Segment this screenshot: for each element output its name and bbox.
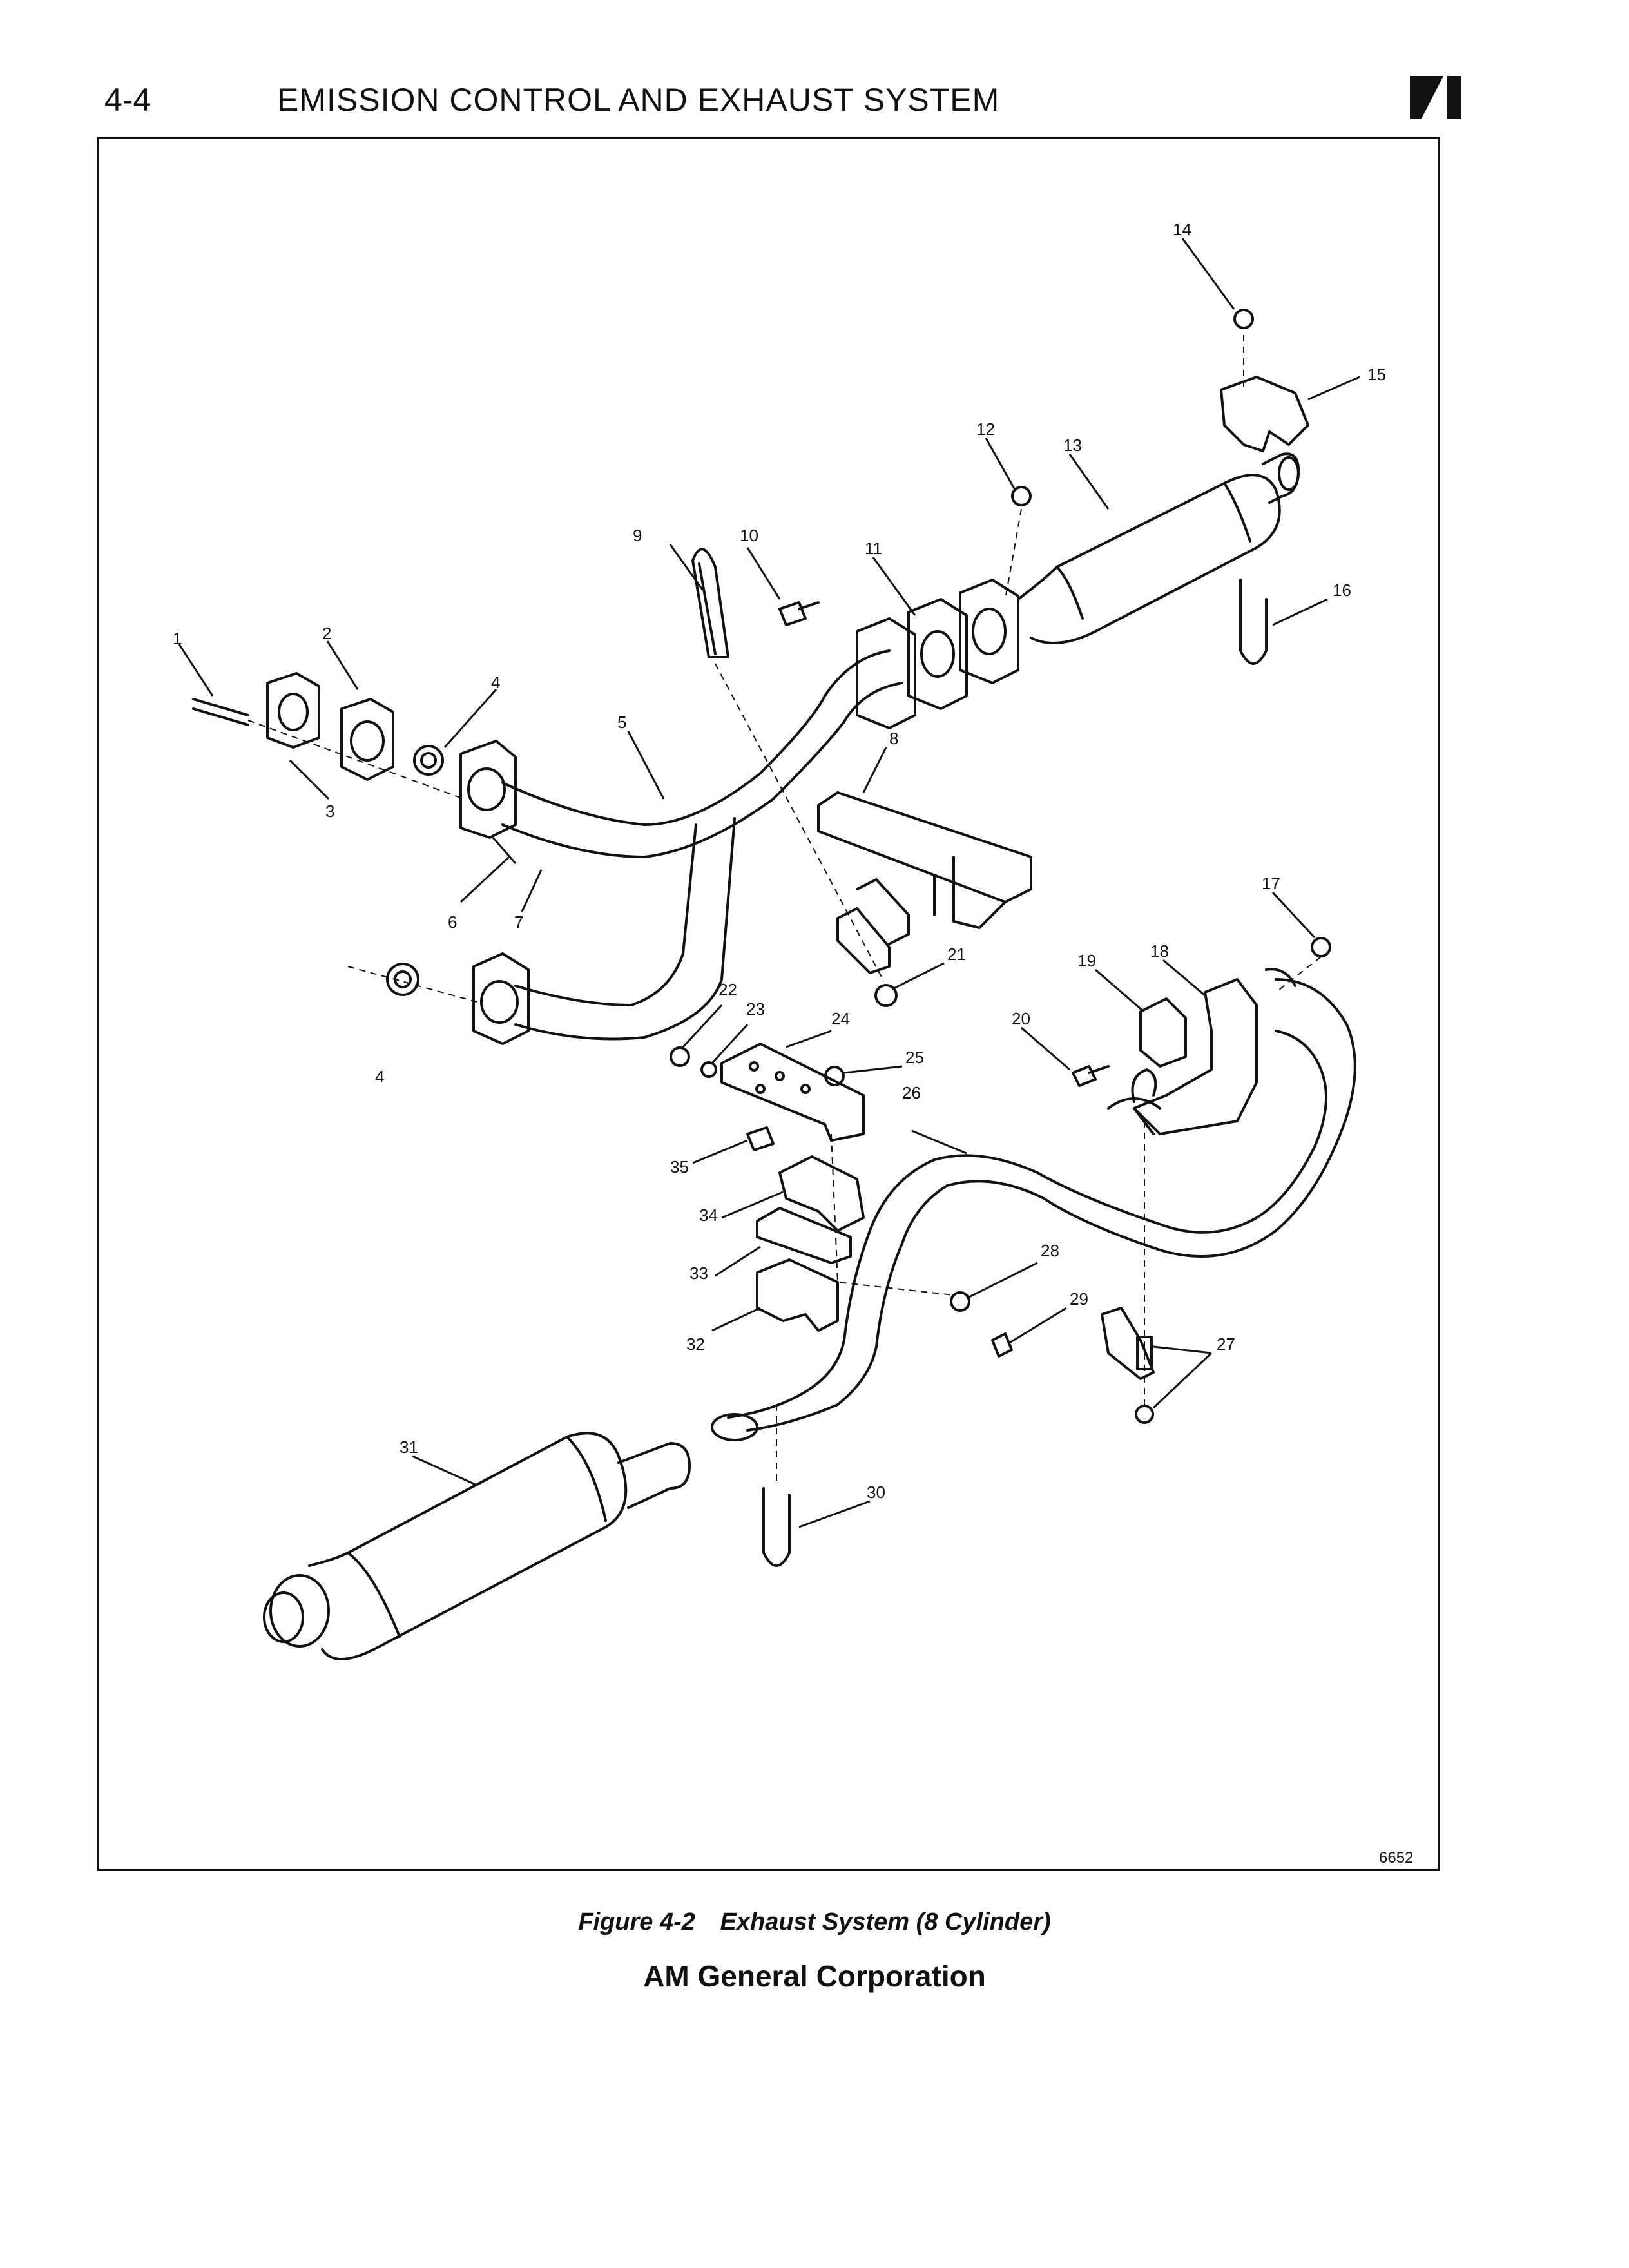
hanger-clamp-16 [1220, 376, 1309, 452]
exhaust-manifold-flange-1 [459, 740, 517, 839]
bolt-21 [1072, 1065, 1110, 1087]
grommet-4-upper [413, 745, 444, 776]
callout-4: 4 [491, 673, 500, 692]
section-title: EMISSION CONTROL AND EXHAUST SYSTEM [277, 82, 1000, 118]
gasket-12 [907, 598, 968, 710]
callout-13: 13 [1063, 436, 1082, 455]
callout-15: 15 [1367, 365, 1386, 384]
nut-29 [950, 1291, 970, 1312]
plate-34 [756, 1207, 852, 1264]
clamp-10 [836, 907, 891, 974]
callout-23: 23 [746, 999, 765, 1019]
figure-title: Exhaust System (8 Cylinder) [720, 1908, 1051, 1936]
tailpipe-27 [746, 978, 1356, 1432]
callout-22: 22 [718, 980, 737, 999]
nut-22 [874, 984, 898, 1007]
callout-9: 9 [633, 526, 642, 545]
nut-18 [1311, 937, 1331, 957]
clamp-plate-25 [720, 1043, 865, 1142]
front-exhaust-pipe-lower [514, 823, 697, 1006]
callout-14: 14 [1173, 220, 1191, 239]
bracket-28 [1101, 1307, 1155, 1380]
callout-18: 18 [1150, 941, 1169, 961]
callout-2: 2 [322, 624, 331, 643]
washer-24 [700, 1061, 717, 1078]
callout-12: 12 [976, 419, 995, 439]
callout-33: 33 [689, 1264, 708, 1283]
nut-23 [670, 1046, 690, 1067]
callout-27: 27 [1217, 1334, 1235, 1354]
am-general-logo-icon [1410, 76, 1461, 119]
callout-8: 8 [889, 729, 898, 748]
figure-caption: Figure 4-2 Exhaust System (8 Cylinder) [0, 1908, 1629, 1936]
clamp-33 [756, 1258, 839, 1332]
callout-26: 26 [902, 1083, 921, 1102]
nut-13 [1011, 486, 1032, 506]
exhaust-manifold-flange-2 [472, 952, 530, 1045]
callout-32: 32 [686, 1334, 705, 1354]
gasket-3 [266, 672, 320, 749]
art-number: 6652 [1379, 1849, 1414, 1867]
grommet-4-lower [386, 963, 419, 996]
u-bolt-17 [1239, 579, 1268, 665]
callout-19: 19 [1077, 951, 1096, 970]
callout-29: 29 [1070, 1289, 1088, 1309]
bracket-8 [817, 791, 1032, 903]
hanger-bracket-19 [1133, 978, 1258, 1135]
callout-7: 7 [514, 912, 523, 932]
callout-25: 25 [905, 1048, 924, 1067]
u-bolt-9 [691, 548, 729, 658]
figure-label: Figure 4-2 [578, 1908, 695, 1936]
callout-34: 34 [699, 1206, 718, 1225]
nut-26 [824, 1066, 845, 1086]
muffler-14 [1017, 474, 1281, 644]
callout-31: 31 [400, 1437, 418, 1457]
flange-muffler [959, 579, 1019, 684]
u-bolt-31 [762, 1487, 791, 1567]
callout-1: 1 [173, 629, 182, 648]
callout-6: 6 [448, 912, 457, 932]
callout-3: 3 [325, 802, 334, 821]
callout-30: 30 [867, 1483, 885, 1502]
clamp-10-b [856, 878, 910, 945]
clamp-35 [778, 1155, 865, 1232]
bolt-11 [778, 601, 820, 626]
stud-1 [192, 698, 249, 726]
hanger-plate-20 [1139, 997, 1187, 1068]
bolt-30 [991, 1332, 1013, 1358]
callout-24: 24 [831, 1009, 850, 1028]
figure-frame [97, 137, 1440, 1871]
gasket-2 [340, 698, 394, 781]
callout-21: 21 [947, 945, 966, 964]
front-exhaust-pipe-upper [501, 649, 891, 826]
callout-16: 16 [1333, 581, 1351, 600]
callout-4: 4 [375, 1067, 384, 1086]
nut-15 [1233, 309, 1254, 329]
rear-muffler-32 [308, 1432, 628, 1660]
callout-10: 10 [740, 526, 758, 545]
page-number: 4-4 [104, 82, 151, 118]
callout-5: 5 [617, 713, 626, 732]
callout-11: 11 [865, 539, 882, 558]
callout-35: 35 [670, 1157, 689, 1177]
callout-20: 20 [1012, 1009, 1030, 1028]
publisher-name: AM General Corporation [643, 1959, 986, 1993]
bolt-36 [746, 1126, 775, 1151]
callout-28: 28 [1041, 1241, 1059, 1260]
callout-17: 17 [1262, 874, 1280, 893]
flange-12 [856, 617, 916, 729]
